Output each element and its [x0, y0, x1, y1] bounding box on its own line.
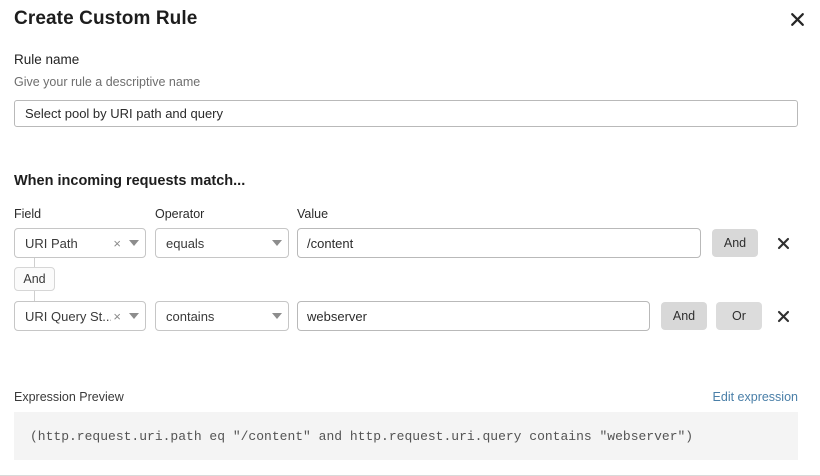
edit-expression-link[interactable]: Edit expression	[712, 390, 798, 404]
rule-name-input[interactable]	[14, 100, 798, 127]
clear-icon[interactable]: ×	[113, 235, 121, 251]
operator-select-1[interactable]: equals	[155, 228, 289, 258]
column-header-value: Value	[297, 207, 329, 221]
row-2-or-button[interactable]: Or	[716, 302, 762, 330]
clear-icon[interactable]: ×	[113, 308, 121, 324]
condition-row: URI Path × equals And	[0, 228, 820, 258]
condition-row: URI Query St... × contains And Or	[0, 301, 820, 331]
rule-name-label: Rule name	[14, 52, 80, 67]
operator-select-2[interactable]: contains	[155, 301, 289, 331]
column-header-operator: Operator	[155, 207, 205, 221]
expression-preview-text: (http.request.uri.path eq "/content" and…	[30, 428, 694, 444]
page-title: Create Custom Rule	[14, 8, 198, 29]
field-select-2[interactable]: URI Query St... ×	[14, 301, 146, 331]
chevron-down-icon[interactable]	[123, 240, 145, 246]
expression-preview-box: (http.request.uri.path eq "/content" and…	[14, 412, 798, 460]
delete-icon[interactable]	[772, 232, 794, 254]
value-input-1[interactable]	[297, 228, 701, 258]
chevron-down-icon[interactable]	[123, 313, 145, 319]
field-select-1[interactable]: URI Path ×	[14, 228, 146, 258]
operator-select-2-value: contains	[166, 308, 215, 324]
field-select-1-value: URI Path	[25, 235, 78, 251]
match-section-heading: When incoming requests match...	[14, 173, 246, 189]
row-1-and-button[interactable]: And	[712, 229, 758, 257]
chevron-down-icon[interactable]	[266, 313, 288, 319]
delete-icon[interactable]	[772, 305, 794, 327]
rule-name-hint: Give your rule a descriptive name	[14, 75, 201, 89]
group-and-chip[interactable]: And	[14, 267, 55, 291]
value-input-2[interactable]	[297, 301, 650, 331]
close-icon[interactable]	[784, 6, 810, 32]
chevron-down-icon[interactable]	[266, 240, 288, 246]
row-2-and-button[interactable]: And	[661, 302, 707, 330]
operator-select-1-value: equals	[166, 235, 205, 251]
field-select-2-value: URI Query St...	[25, 308, 112, 324]
expression-preview-label: Expression Preview	[14, 390, 124, 404]
column-header-field: Field	[14, 207, 42, 221]
